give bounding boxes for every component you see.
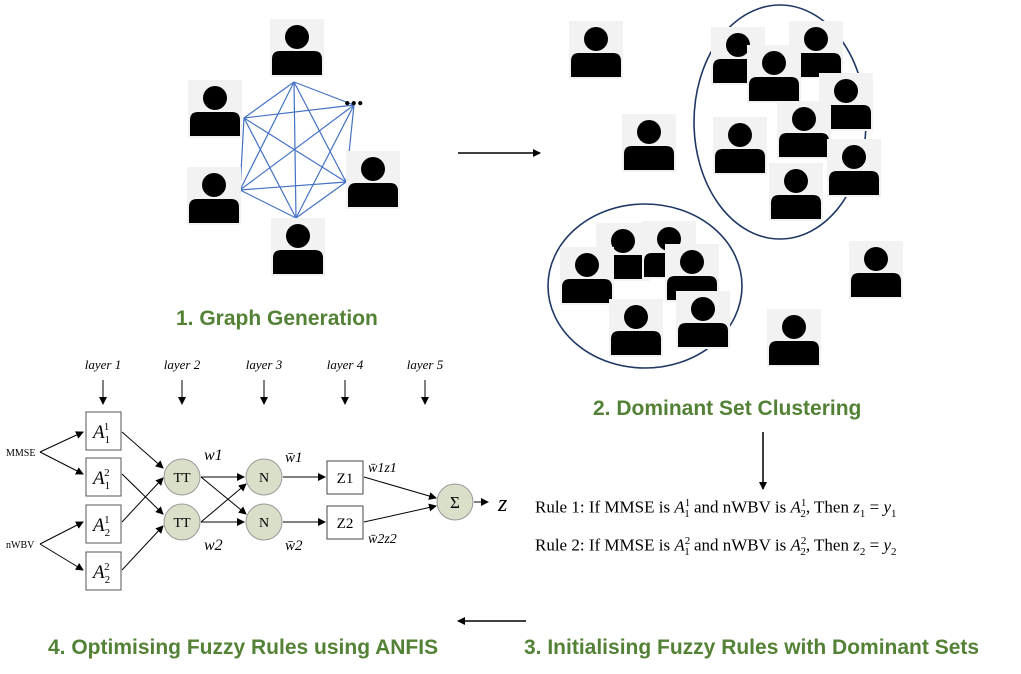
fuzzy-rule-2: Rule 2: If MMSE is A21 and nWBV is A22, …	[535, 535, 897, 559]
norm-node	[245, 503, 283, 541]
input-label-mmse: MMSE	[6, 448, 35, 459]
mf-label: A22	[91, 561, 110, 586]
product-node-label: TT	[173, 471, 191, 486]
norm-node-label: N	[259, 516, 269, 531]
anfis-network: layer 1 layer 2 layer 3 layer 4 layer 5 MMSE…	[6, 357, 508, 591]
step-optimising-rules: 4. Optimising Fuzzy Rules using ANFIS	[48, 636, 439, 659]
sum-symbol: Σ	[450, 493, 460, 512]
complete-graph-edges	[239, 81, 355, 219]
mf-label: A12	[91, 467, 110, 492]
layer-label: layer 5	[407, 357, 444, 372]
weight-label: w1	[204, 447, 223, 464]
product-node	[163, 503, 201, 541]
membership-labels: A11 A12 A21 A22	[91, 421, 110, 586]
layer-label: layer 4	[327, 357, 364, 372]
consequent-box	[326, 505, 364, 540]
norm-weight-label: w̄2	[285, 538, 303, 554]
person-icon	[769, 163, 823, 221]
person-icon	[270, 19, 324, 77]
norm-node-label: N	[259, 471, 269, 486]
person-icon	[827, 139, 881, 197]
step-initialising-rules: 3. Initialising Fuzzy Rules with Dominan…	[524, 636, 980, 659]
person-icon	[346, 151, 400, 209]
graph-person-nodes	[187, 19, 400, 276]
graph-ellipsis: ...	[344, 82, 364, 111]
weighted-output-label: w̄1z1	[368, 461, 397, 476]
layer-label: layer 2	[164, 357, 201, 372]
layer-label: layer 1	[85, 357, 121, 372]
input-label-nwbv: nWBV	[6, 540, 35, 551]
person-icon	[271, 218, 325, 276]
person-icon	[622, 114, 676, 172]
person-icon	[767, 309, 821, 367]
person-icon	[188, 80, 242, 138]
norm-node	[245, 458, 283, 496]
cluster-bottom-left	[547, 203, 743, 369]
consequent-box	[326, 460, 364, 495]
output-label: z	[497, 491, 508, 517]
step-dominant-set-clustering: 2. Dominant Set Clustering	[593, 397, 862, 420]
person-icon	[676, 291, 730, 349]
product-node	[163, 458, 201, 496]
layer-label: layer 3	[246, 357, 283, 372]
product-node-label: TT	[173, 516, 191, 531]
anfis-layer-labels: layer 1 layer 2 layer 3 layer 4 layer 5	[85, 357, 444, 405]
consequent-label: Z2	[337, 516, 354, 532]
norm-weight-label: w̄1	[285, 450, 303, 466]
anfis-connections	[39, 431, 489, 571]
person-icon	[187, 167, 241, 225]
consequent-label: Z1	[337, 471, 354, 487]
person-icon	[560, 247, 614, 305]
mf-label: A11	[91, 421, 110, 446]
person-icon	[609, 299, 663, 357]
person-icon	[777, 101, 831, 159]
person-icon	[747, 45, 801, 103]
person-icon	[849, 241, 903, 299]
weighted-output-label: w̄2z2	[368, 532, 397, 547]
sum-node	[436, 483, 474, 521]
cluster-outline	[547, 203, 743, 369]
person-icon	[569, 21, 623, 79]
fuzzy-rule-1: Rule 1: If MMSE is A11 and nWBV is A12, …	[535, 497, 897, 521]
person-icon	[713, 117, 767, 175]
weight-label: w2	[204, 537, 223, 554]
membership-boxes	[85, 411, 122, 591]
mf-label: A21	[91, 514, 110, 539]
cluster-top-right	[693, 4, 881, 240]
step-graph-generation: 1. Graph Generation	[176, 307, 378, 330]
